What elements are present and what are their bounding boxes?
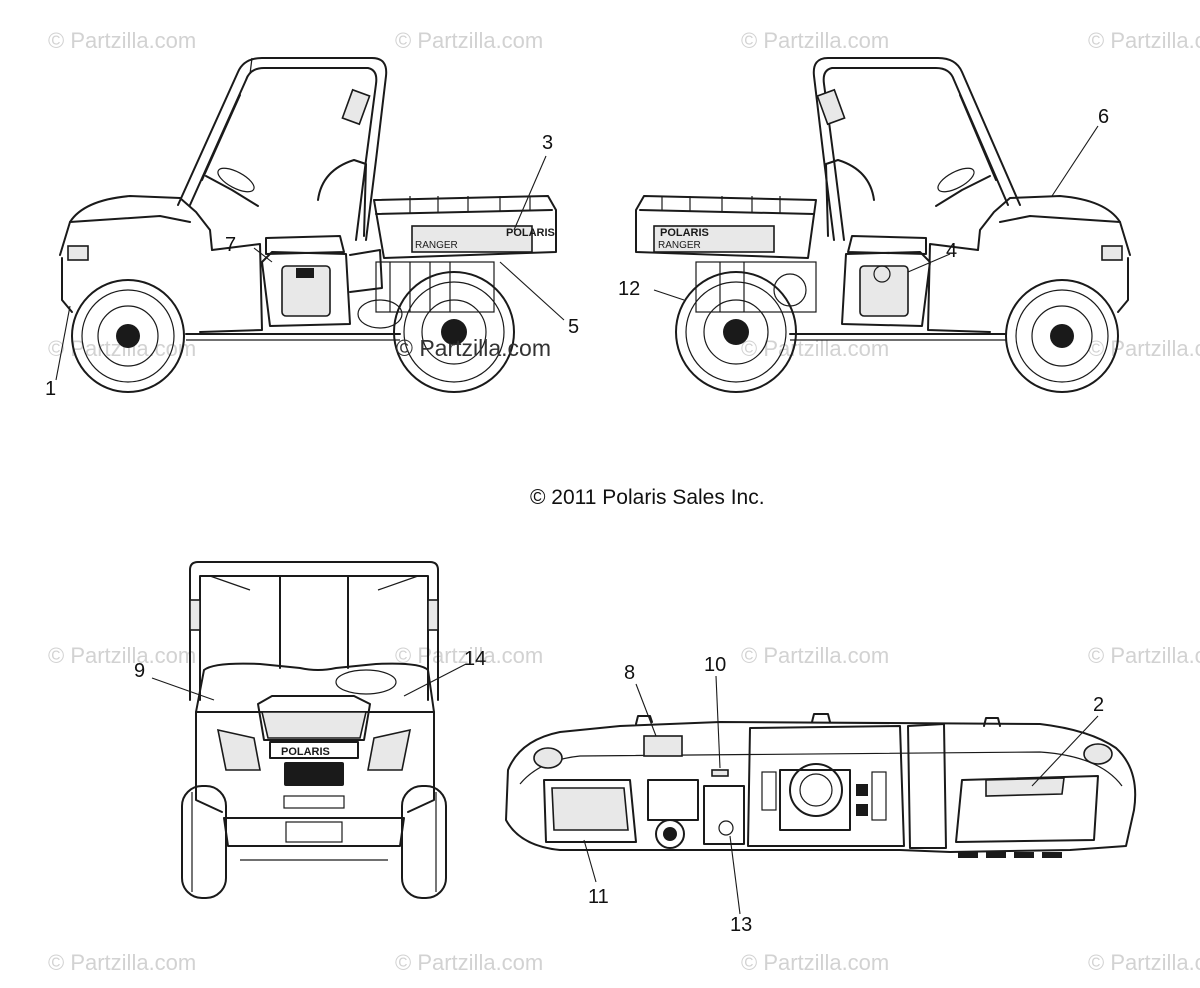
watermark: © Partzilla.com [395, 643, 544, 668]
callout-8: 8 [624, 662, 636, 684]
callout-9: 9 [134, 660, 146, 682]
watermark: © Partzilla.com [1088, 643, 1200, 668]
callout-3: 3 [542, 132, 554, 154]
watermark: © Partzilla.com [1088, 28, 1200, 53]
callout-7: 7 [225, 234, 237, 256]
ranger-decal: RANGER [658, 240, 701, 251]
callout-10: 10 [704, 654, 727, 676]
polaris-decal: POLARIS [506, 227, 555, 239]
ranger-decal: RANGER [415, 240, 458, 251]
callout-14: 14 [464, 648, 487, 670]
watermark: © Partzilla.com [395, 950, 544, 975]
watermark: © Partzilla.com [1088, 950, 1200, 975]
dashboard-view [505, 713, 1137, 858]
callout-4: 4 [946, 240, 958, 262]
watermark: © Partzilla.com [395, 28, 544, 53]
leader-lines [55, 125, 1099, 915]
callout-1: 1 [45, 378, 57, 400]
vehicle-right-side-view: POLARIS RANGER [635, 57, 1131, 393]
watermark: © Partzilla.com [741, 950, 890, 975]
vehicle-left-side-view: POLARIS RANGER [59, 57, 557, 393]
watermark: © Partzilla.com [48, 950, 197, 975]
callout-13: 13 [730, 914, 753, 936]
watermark: © Partzilla.com [741, 28, 890, 53]
callout-6: 6 [1098, 106, 1110, 128]
callout-2: 2 [1093, 694, 1105, 716]
callout-12: 12 [618, 278, 641, 300]
callout-5: 5 [568, 316, 580, 338]
center-watermark: © Partzilla.com [396, 335, 551, 361]
vehicle-front-view: POLARIS [181, 561, 447, 899]
callout-11: 11 [588, 886, 609, 908]
copyright-notice: © 2011 Polaris Sales Inc. [530, 486, 765, 509]
watermark: © Partzilla.com [48, 28, 197, 53]
watermark: © Partzilla.com [48, 643, 197, 668]
polaris-front-decal: POLARIS [281, 746, 330, 758]
polaris-decal: POLARIS [660, 227, 709, 239]
watermark: © Partzilla.com [741, 643, 890, 668]
